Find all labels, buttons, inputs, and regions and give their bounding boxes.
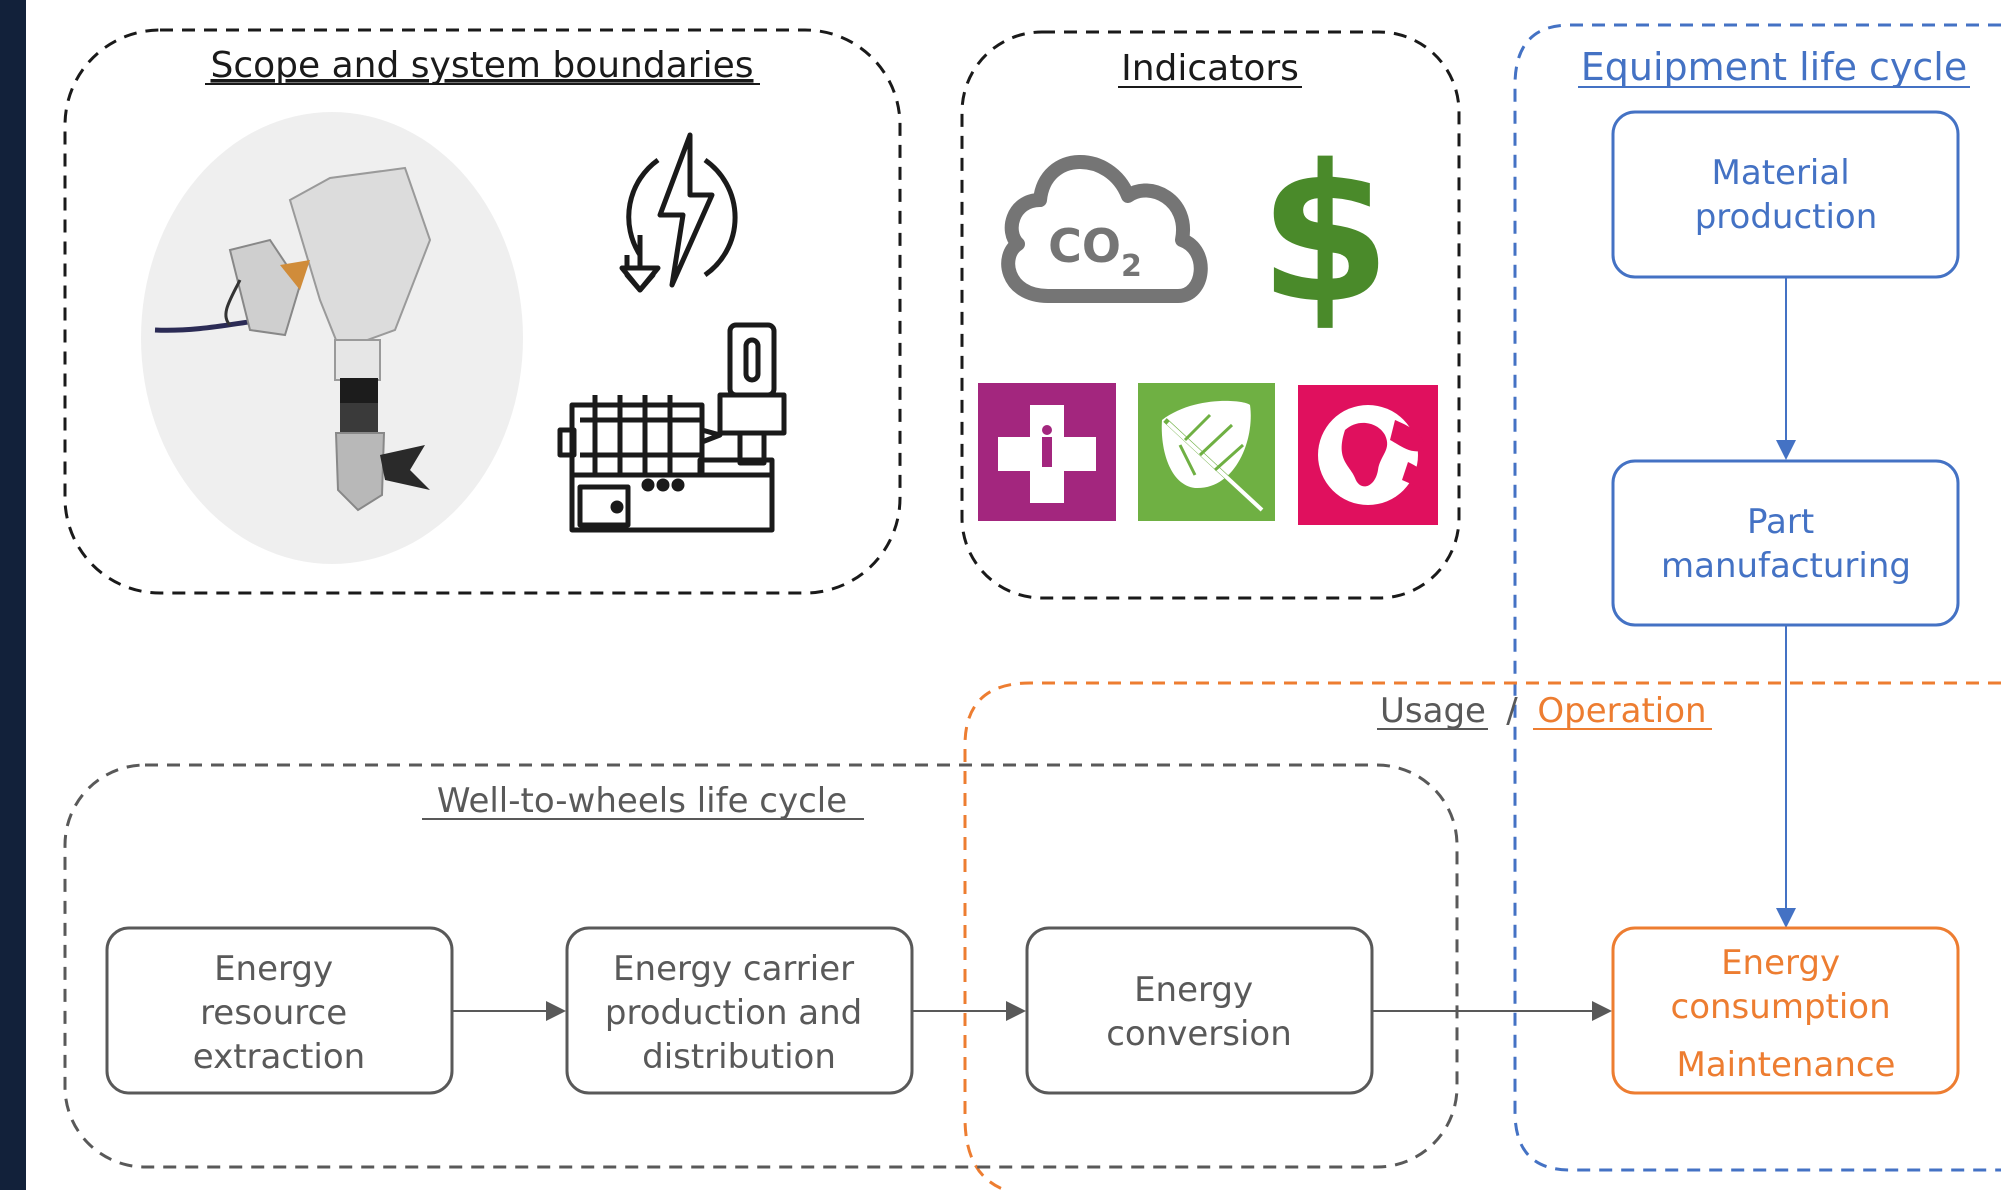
equipment-title: Equipment life cycle [1581, 45, 1968, 89]
resources-earth-icon [1298, 385, 1438, 525]
energy-conversion-box [1025, 926, 1374, 1095]
left-edge-strip [0, 0, 26, 1190]
injection-molding-machine-icon [557, 322, 787, 533]
indicators-group: Indicators CO2 $ [960, 30, 1461, 600]
energy-conversion-label: Energy conversion [1106, 970, 1292, 1054]
usage-boundary [963, 681, 2001, 1192]
human-health-icon [978, 383, 1116, 521]
outboard-motor-icon [141, 112, 523, 564]
part-manufacturing-box [1611, 459, 1960, 627]
energy-consumption-box [1611, 926, 1960, 1095]
operation-title: Operation [1537, 691, 1706, 731]
equipment-boundary [1513, 23, 2001, 1172]
scope-group: Scope and system boundaries [63, 28, 902, 595]
dollar-icon: $ [1259, 124, 1391, 345]
energy-consumption-label: Energy consumption Maintenance [1671, 943, 1902, 1085]
ecosystem-leaf-icon [1138, 383, 1275, 521]
material-production-label: Material production [1695, 153, 1878, 237]
equipment-group: Equipment life cycle Material production… [1513, 23, 2001, 1172]
indicators-boundary [960, 30, 1461, 600]
energy-resource-extraction-label: Energy resource extraction [193, 949, 365, 1077]
wtw-group: Well-to-wheels life cycle Energy resourc… [63, 763, 1612, 1169]
energy-carrier-label: Energy carrier production and distributi… [605, 949, 873, 1077]
usage-separator: / [1506, 691, 1518, 731]
co2-label: CO2 [1048, 219, 1142, 284]
electricity-icon [619, 132, 738, 293]
co2-cloud-icon: CO2 [1001, 155, 1208, 303]
usage-title: Usage [1380, 691, 1486, 731]
material-production-box [1611, 110, 1960, 279]
wtw-title: Well-to-wheels life cycle [437, 781, 847, 821]
wtw-boundary [63, 763, 1459, 1169]
indicators-title: Indicators [1121, 48, 1299, 89]
scope-title: Scope and system boundaries [210, 45, 753, 86]
scope-boundary [63, 28, 902, 595]
energy-consumption-group: Energy consumption Maintenance [1611, 926, 1960, 1095]
part-manufacturing-label: Part manufacturing [1661, 502, 1911, 586]
usage-group: Usage / Operation [963, 681, 2001, 1192]
